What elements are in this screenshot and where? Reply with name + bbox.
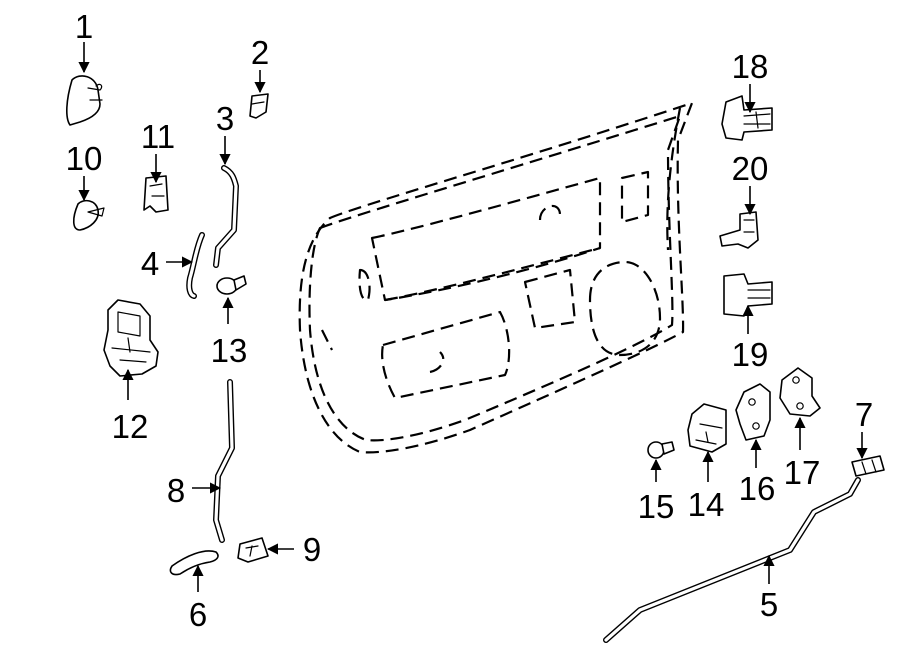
callout-arrows	[78, 42, 868, 592]
part-11-clip	[143, 175, 169, 213]
callout-5: 5	[760, 586, 778, 623]
callout-7: 7	[855, 396, 873, 433]
callout-6: 6	[189, 596, 207, 633]
part-19-lower-hinge	[723, 273, 773, 317]
door-shell-outline	[298, 101, 694, 454]
part-7-connector	[851, 455, 885, 477]
callout-20: 20	[732, 150, 769, 187]
callout-8: 8	[167, 472, 185, 509]
part-6-handle-bezel	[169, 550, 219, 576]
callout-9: 9	[303, 531, 321, 568]
callout-14: 14	[688, 486, 725, 523]
part-16-shim	[735, 383, 771, 441]
part-5-cable-rod	[603, 477, 861, 643]
part-8-long-rod	[213, 379, 235, 543]
part-14-striker	[687, 403, 727, 453]
part-12-lock-actuator	[103, 299, 159, 377]
callout-4: 4	[141, 245, 159, 282]
part-2-clip	[249, 93, 269, 119]
callout-10: 10	[66, 140, 103, 177]
callout-3: 3	[216, 100, 234, 137]
callout-12: 12	[112, 408, 149, 445]
callout-11: 11	[141, 118, 175, 155]
callout-17: 17	[784, 454, 821, 491]
part-20-door-check	[719, 211, 759, 249]
part-13-push-pin	[216, 275, 247, 295]
part-9-bracket	[237, 537, 269, 563]
callout-13: 13	[211, 332, 248, 369]
callout-labels: 1 2 3 4 10 11 12 13 8 9 6 18 20 19 15 14…	[66, 8, 874, 633]
callout-2: 2	[251, 34, 269, 71]
callout-16: 16	[739, 470, 776, 507]
part-17-shim	[779, 367, 821, 417]
part-10-knob	[72, 199, 105, 231]
part-4-rod	[186, 232, 205, 299]
part-3-rod	[213, 165, 239, 268]
callout-18: 18	[732, 48, 769, 85]
part-18-upper-hinge	[721, 95, 773, 141]
part-1-outside-handle	[66, 75, 103, 126]
callout-15: 15	[638, 488, 675, 525]
callout-1: 1	[75, 8, 93, 45]
part-15-screw	[647, 441, 675, 459]
callout-19: 19	[732, 336, 769, 373]
